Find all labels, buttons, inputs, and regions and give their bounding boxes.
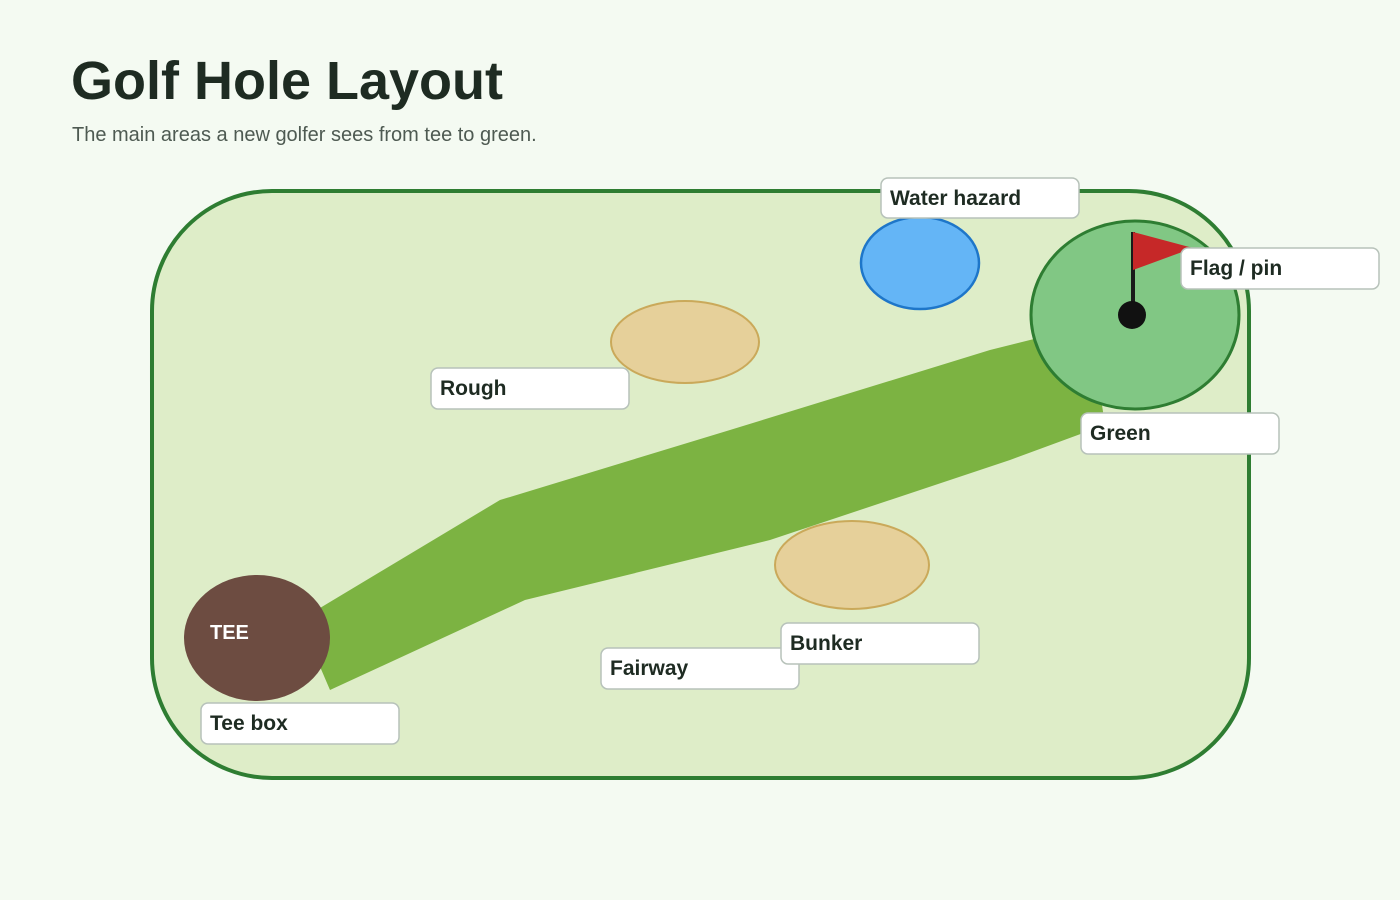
- flag-icon: [1133, 232, 1193, 270]
- label-tee-box: Tee box: [200, 702, 400, 745]
- page-subtitle: The main areas a new golfer sees from te…: [72, 124, 537, 146]
- fairway-area: [300, 325, 1105, 690]
- label-rough: Rough: [430, 367, 630, 410]
- label-flag-pin: Flag / pin: [1180, 247, 1380, 290]
- label-green-text: Green: [1090, 422, 1151, 445]
- label-tee-box-text: Tee box: [210, 712, 288, 735]
- bunker-upper: [610, 300, 760, 384]
- tee-box: [184, 575, 330, 701]
- bunker-lower: [774, 520, 930, 610]
- page-title: Golf Hole Layout: [71, 51, 503, 111]
- label-green: Green: [1080, 412, 1280, 455]
- label-rough-text: Rough: [440, 377, 506, 400]
- label-fairway: Fairway: [600, 647, 800, 690]
- tee-marker-text: TEE: [210, 622, 249, 644]
- label-water-hazard: Water hazard: [880, 177, 1080, 219]
- label-bunker: Bunker: [780, 622, 980, 665]
- label-bunker-text: Bunker: [790, 632, 862, 655]
- label-flag-pin-text: Flag / pin: [1190, 257, 1282, 280]
- label-fairway-text: Fairway: [610, 657, 689, 680]
- water-hazard: [859, 215, 981, 311]
- label-water-hazard-text: Water hazard: [890, 187, 1021, 210]
- hole-cup: [1118, 301, 1146, 329]
